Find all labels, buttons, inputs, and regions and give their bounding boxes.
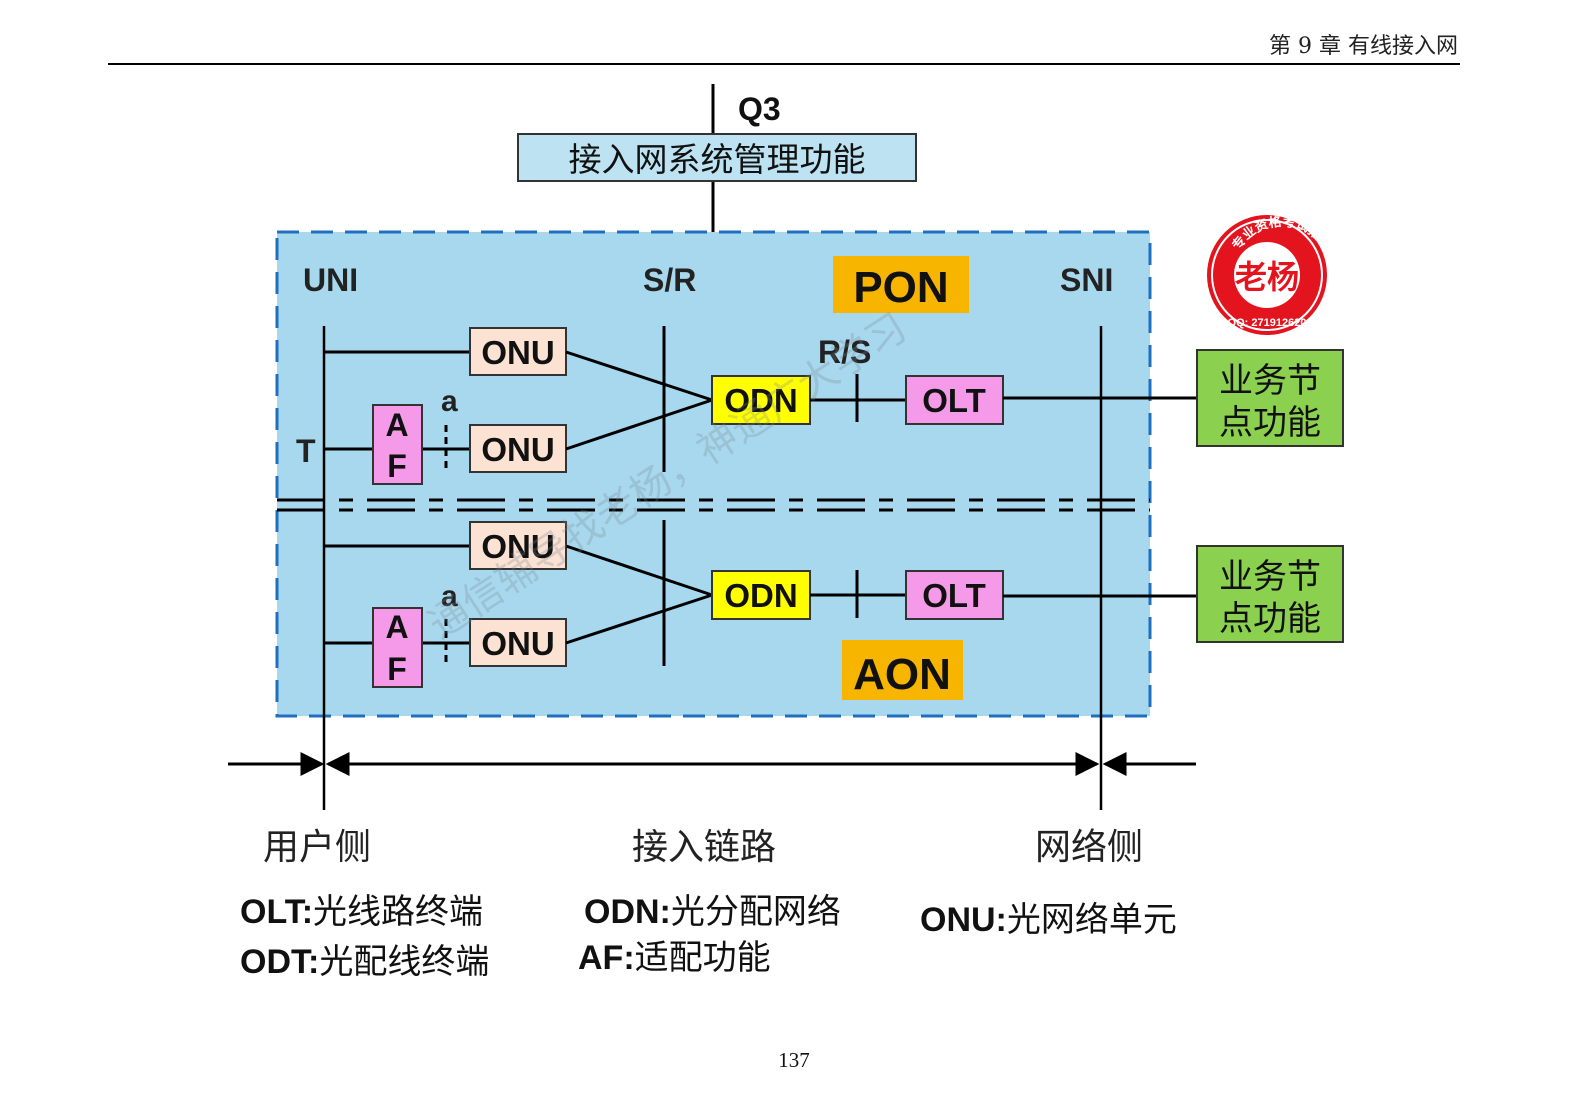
legend-abbr: ONU:	[920, 901, 1007, 939]
af-label-bottom: F	[387, 651, 407, 687]
uni-label: UNI	[303, 262, 358, 298]
pon-tag-label: PON	[853, 263, 948, 312]
legend-abbr: AF:	[578, 939, 635, 977]
teacher-stamp: 老杨 专业资格考试指导 QQ: 271912620	[1207, 214, 1334, 335]
legend-abbr: ODN:	[584, 893, 671, 931]
network-side-label: 网络侧	[1035, 827, 1144, 868]
link-onu3-odn	[565, 544, 713, 597]
legend-item-af: AF:适配功能	[578, 930, 771, 979]
page-number: 137	[778, 1048, 810, 1072]
onu-label: ONU	[481, 431, 554, 468]
user-side-label: 用户侧	[263, 827, 372, 868]
legend-item-odt: ODT:光配线终端	[240, 934, 489, 983]
q3-label: Q3	[738, 91, 781, 127]
odn-box	[711, 570, 811, 620]
service-node-box	[1196, 349, 1344, 447]
legend-desc: 光网络单元	[1006, 900, 1177, 940]
management-box-label: 接入网系统管理功能	[569, 140, 866, 179]
onu-box	[469, 521, 567, 570]
af-label-top: A	[385, 609, 408, 645]
service-node-box	[1196, 545, 1344, 643]
onu-box	[469, 327, 567, 376]
aon-tag-label: AON	[853, 650, 951, 699]
onu-box	[469, 618, 567, 667]
management-box	[517, 133, 917, 182]
service-node-line2: 点功能	[1219, 599, 1321, 639]
a-label-top: a	[441, 385, 458, 418]
service-node-line2: 点功能	[1219, 403, 1321, 443]
legend-abbr: OLT:	[240, 893, 314, 931]
olt-box	[905, 570, 1004, 620]
odn-label: ODN	[724, 382, 797, 419]
odn-label: ODN	[724, 577, 797, 614]
legend-item-olt: OLT:光线路终端	[240, 884, 483, 933]
link-onu2-odn	[565, 398, 713, 451]
onu-box	[469, 424, 567, 473]
legend-abbr: ODT:	[240, 943, 320, 981]
t-label: T	[296, 433, 316, 469]
onu-label: ONU	[481, 528, 554, 565]
legend-item-odn: ODN:光分配网络	[584, 884, 841, 933]
rs-label: R/S	[818, 334, 871, 370]
sr-label: S/R	[643, 262, 696, 298]
aon-tag	[842, 640, 963, 700]
af-box	[372, 404, 423, 485]
olt-label: OLT	[922, 382, 986, 419]
pon-tag	[833, 256, 969, 313]
legend-desc: 光分配网络	[670, 892, 841, 932]
legend-desc: 光线路终端	[313, 892, 484, 932]
link-onu4-odn	[565, 593, 713, 645]
a-label-bottom: a	[441, 580, 458, 613]
sni-label: SNI	[1060, 262, 1113, 298]
access-link-label: 接入链路	[632, 827, 777, 868]
aon-section: ONU ONU A F ODN OLT 业务节 点功能	[324, 521, 1344, 688]
af-label-bottom: F	[387, 448, 407, 484]
chapter-header: 第 9 章 有线接入网	[1269, 34, 1458, 59]
stamp-qq-text: QQ: 271912620	[1228, 317, 1307, 329]
onu-label: ONU	[481, 334, 554, 371]
af-box	[372, 607, 423, 688]
pon-section: ONU ONU A F ODN OLT 业务节 点功能	[324, 327, 1344, 485]
af-label-top: A	[385, 407, 408, 443]
stamp-center-text: 老杨	[1235, 258, 1299, 296]
legend-desc: 适配功能	[634, 938, 771, 978]
onu-label: ONU	[481, 625, 554, 662]
link-onu1-odn	[565, 350, 713, 402]
legend-item-onu: ONU:光网络单元	[920, 892, 1177, 941]
olt-box	[905, 375, 1004, 425]
service-node-line1: 业务节	[1219, 361, 1321, 401]
service-node-line1: 业务节	[1219, 557, 1321, 597]
legend-desc: 光配线终端	[319, 942, 490, 982]
olt-label: OLT	[922, 577, 986, 614]
